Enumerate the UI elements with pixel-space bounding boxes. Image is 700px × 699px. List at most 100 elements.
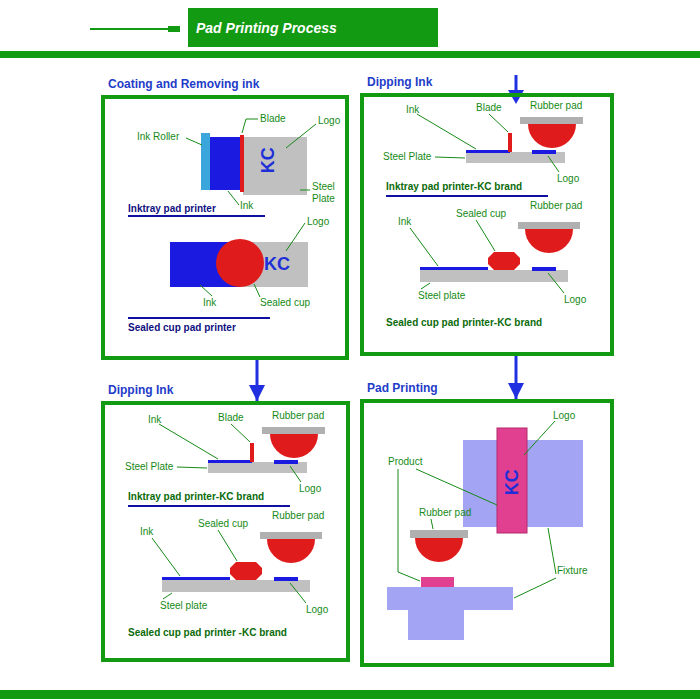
printer-caption: Sealed cup pad printer	[128, 322, 236, 334]
fixture-stem	[408, 610, 464, 640]
part-label: Steel Plate	[125, 461, 173, 473]
leader-line	[514, 578, 556, 598]
part-label: Logo	[553, 410, 575, 422]
leader-line	[300, 190, 310, 191]
process-panel: Pad Printing	[360, 399, 614, 667]
leader-line	[186, 138, 202, 145]
dipping-illustration-copy	[128, 424, 325, 603]
leader-line	[476, 220, 495, 251]
title-band: Pad Printing Process	[188, 8, 438, 47]
part-label: Logo	[564, 294, 586, 306]
pad-holder	[410, 530, 468, 538]
feed-arrow	[508, 75, 524, 104]
part-label: Sealed cup	[260, 297, 310, 309]
printer-caption: Sealed cup pad printer-KC brand	[386, 317, 542, 329]
part-label: Logo	[299, 483, 321, 495]
logo-etch	[532, 267, 556, 271]
leader-line	[431, 519, 433, 529]
title: Pad Printing Process	[196, 20, 337, 36]
printer-caption: Inktray pad printer-KC brand	[386, 181, 522, 193]
header-mark	[168, 26, 180, 32]
logo-text: KC	[502, 469, 523, 495]
header-rule	[90, 28, 170, 30]
part-label: Ink	[406, 104, 419, 116]
part-label: Logo	[318, 115, 340, 127]
leader-line	[421, 283, 430, 289]
part-label: Rubber pad	[272, 510, 324, 522]
rubber-pad	[415, 538, 463, 562]
leader-line	[548, 528, 556, 574]
leader-line	[417, 114, 476, 149]
leader-line	[242, 119, 258, 133]
rubber-pad	[525, 229, 573, 253]
sealed-cup	[488, 252, 520, 270]
process-panel: Dipping Ink	[101, 401, 350, 662]
part-label: Ink	[203, 297, 216, 309]
printer-caption: Inktray pad printer-KC brand	[128, 491, 264, 503]
blade	[508, 133, 512, 152]
leader-line	[489, 114, 508, 132]
printer-caption: Sealed cup pad printer -KC brand	[128, 627, 287, 639]
fixture	[387, 587, 513, 610]
leader-line	[524, 421, 555, 455]
part-label: Steel plate	[160, 600, 207, 612]
printer-caption: Inktray pad printer	[128, 203, 216, 215]
ink	[466, 150, 510, 153]
leader-line	[286, 223, 305, 251]
part-label: Rubber pad	[272, 410, 324, 422]
part-label: Ink Roller	[137, 131, 179, 143]
flow-arrow	[256, 360, 259, 401]
part-label: Logo	[557, 173, 579, 185]
steel-plate	[420, 270, 568, 282]
pad-holder	[518, 222, 580, 229]
leader-line	[398, 469, 420, 581]
part-label: Steel plate	[418, 290, 465, 302]
panel-heading: Pad Printing	[367, 381, 438, 395]
part-label: Ink	[148, 414, 161, 426]
leader-line	[254, 284, 260, 297]
leader-line	[548, 273, 564, 293]
dipping-illustration	[386, 114, 583, 293]
part-label: Ink	[240, 200, 253, 212]
inktray-printer	[128, 133, 307, 216]
blade	[240, 135, 244, 192]
logo-text: KC	[264, 254, 290, 275]
caption-rule	[128, 317, 270, 319]
part-label: Rubber pad	[530, 100, 582, 112]
leader-line	[548, 156, 559, 172]
part-label: Sealed cup	[198, 518, 248, 530]
leader-line	[200, 285, 212, 296]
ink	[208, 137, 244, 190]
pad-printing-illustration	[387, 421, 583, 640]
panel-heading: Dipping Ink	[367, 75, 432, 89]
part-label: Ink	[140, 526, 153, 538]
part-label: Logo	[307, 216, 329, 228]
sealed-cup	[216, 239, 264, 287]
caption-underline	[386, 195, 548, 197]
logo-etch	[532, 150, 556, 154]
product	[421, 577, 454, 587]
leader-line	[286, 124, 316, 148]
bottom-bar	[0, 690, 700, 699]
part-label: Blade	[260, 113, 286, 125]
part-label: Steel Plate	[383, 151, 431, 163]
part-label: Logo	[306, 604, 328, 616]
part-label: Steel Plate	[312, 181, 344, 204]
leader-line	[410, 228, 438, 266]
part-label: Blade	[218, 412, 244, 424]
panel-heading: Coating and Removing ink	[108, 77, 259, 91]
leader-line	[416, 469, 497, 505]
leader-lines	[398, 421, 556, 598]
ink	[420, 267, 488, 270]
part-label: Ink	[398, 216, 411, 228]
ink-roller	[201, 133, 210, 190]
logo-text: KC	[258, 147, 279, 173]
arrow-shaft	[515, 75, 518, 92]
caption-underline	[128, 215, 265, 217]
rubber-pad	[528, 124, 576, 148]
top-bar	[0, 51, 700, 58]
leader-line	[228, 191, 239, 205]
part-label: Product	[388, 456, 422, 468]
